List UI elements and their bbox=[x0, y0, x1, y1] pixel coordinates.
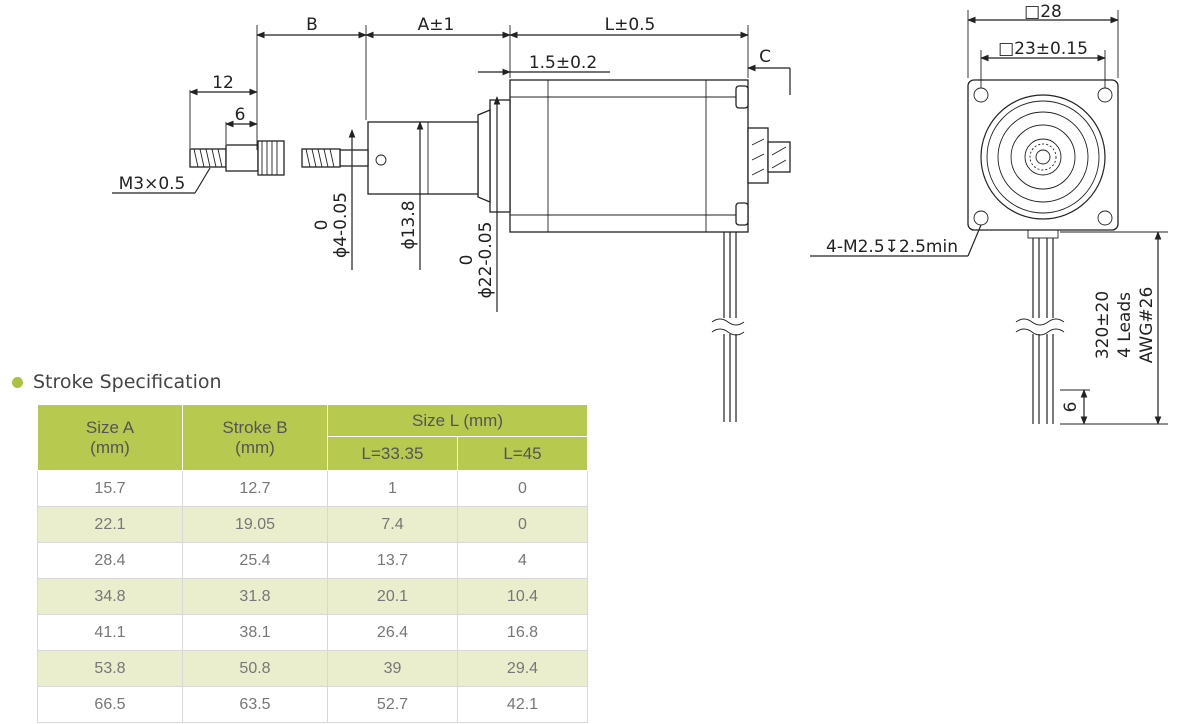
motor-face bbox=[967, 79, 1119, 231]
cell-l1: 13.7 bbox=[327, 542, 458, 579]
cell-l2: 29.4 bbox=[457, 650, 588, 687]
dim-nut-dia: ϕ13.8 bbox=[399, 200, 419, 249]
cell-l2: 42.1 bbox=[457, 686, 588, 723]
header-l2: L=45 bbox=[457, 436, 588, 471]
table-row: 15.7 12.7 1 0 bbox=[37, 470, 588, 507]
dim-lead-length: 320±20 bbox=[1093, 291, 1113, 359]
spec-heading-label: Stroke Specification bbox=[33, 371, 222, 393]
table-row: 53.8 50.8 39 29.4 bbox=[37, 650, 588, 687]
dim-shaft-tol: 0 bbox=[312, 220, 332, 231]
dim-c: C bbox=[759, 47, 771, 67]
cell-size-a: 53.8 bbox=[37, 650, 183, 687]
cell-size-a: 41.1 bbox=[37, 614, 183, 651]
dim-strip: 6 bbox=[1061, 402, 1081, 413]
table-row: 34.8 31.8 20.1 10.4 bbox=[37, 578, 588, 615]
dim-6: 6 bbox=[235, 105, 246, 125]
table-row: 28.4 25.4 13.7 4 bbox=[37, 542, 588, 579]
front-flange bbox=[489, 99, 511, 213]
cell-stroke-b: 50.8 bbox=[182, 650, 328, 687]
technical-drawing: B A±1 L±0.5 C 1.5±0.2 12 6 M3×0.5 0 ϕ4-0… bbox=[112, 2, 1168, 425]
dim-a: A±1 bbox=[418, 15, 455, 35]
stroke-spec-table: Size A(mm) Stroke B(mm) Size L (mm) L=33… bbox=[37, 404, 588, 723]
dim-boss-dia: ϕ22-0.05 bbox=[476, 222, 496, 299]
dim-sq28: □28 bbox=[1024, 2, 1062, 22]
cell-l2: 0 bbox=[457, 506, 588, 543]
cell-stroke-b: 31.8 bbox=[182, 578, 328, 615]
table-row: 41.1 38.1 26.4 16.8 bbox=[37, 614, 588, 651]
motor-body bbox=[509, 79, 749, 233]
dim-boss-tol: 0 bbox=[457, 255, 477, 266]
header-stroke-b: Stroke B(mm) bbox=[182, 404, 328, 471]
cell-l2: 4 bbox=[457, 542, 588, 579]
cell-size-a: 15.7 bbox=[37, 470, 183, 507]
cell-l1: 52.7 bbox=[327, 686, 458, 723]
cell-size-a: 28.4 bbox=[37, 542, 183, 579]
cell-stroke-b: 19.05 bbox=[182, 506, 328, 543]
bullet-icon bbox=[12, 376, 23, 388]
cell-l1: 7.4 bbox=[327, 506, 458, 543]
cell-stroke-b: 25.4 bbox=[182, 542, 328, 579]
cell-stroke-b: 63.5 bbox=[182, 686, 328, 723]
dim-12: 12 bbox=[212, 73, 234, 93]
dim-b: B bbox=[306, 15, 318, 35]
dim-l: L±0.5 bbox=[605, 15, 656, 35]
cell-stroke-b: 38.1 bbox=[182, 614, 328, 651]
cell-size-a: 34.8 bbox=[37, 578, 183, 615]
lead-wires-front bbox=[1015, 229, 1065, 424]
cell-size-a: 22.1 bbox=[37, 506, 183, 543]
cell-l2: 10.4 bbox=[457, 578, 588, 615]
header-size-l: Size L (mm) bbox=[327, 404, 588, 437]
cell-l1: 26.4 bbox=[327, 614, 458, 651]
threaded-shaft bbox=[301, 148, 341, 168]
header-l1: L=33.35 bbox=[327, 436, 458, 471]
cell-l1: 39 bbox=[327, 650, 458, 687]
cell-l2: 16.8 bbox=[457, 614, 588, 651]
cell-l2: 0 bbox=[457, 470, 588, 507]
cell-size-a: 66.5 bbox=[37, 686, 183, 723]
cell-stroke-b: 12.7 bbox=[182, 470, 328, 507]
cell-l1: 20.1 bbox=[327, 578, 458, 615]
front-view: □28 □23±0.15 4-M2.5↧2.5min 320±20 4 Lead… bbox=[810, 2, 1168, 425]
side-view: B A±1 L±0.5 C 1.5±0.2 12 6 M3×0.5 0 ϕ4-0… bbox=[112, 15, 791, 422]
dim-shaft-dia: ϕ4-0.05 bbox=[331, 192, 351, 258]
dim-thread: M3×0.5 bbox=[119, 174, 186, 194]
lead-wires-side bbox=[711, 232, 747, 422]
dim-holes: 4-M2.5↧2.5min bbox=[826, 237, 958, 257]
table-row: 66.5 63.5 52.7 42.1 bbox=[37, 686, 588, 723]
lead-nut bbox=[367, 121, 479, 195]
table-row: 22.1 19.05 7.4 0 bbox=[37, 506, 588, 543]
header-size-a: Size A(mm) bbox=[37, 404, 183, 471]
dim-leads: 4 Leads bbox=[1115, 292, 1135, 358]
cell-l1: 1 bbox=[327, 470, 458, 507]
dim-sq23: □23±0.15 bbox=[998, 39, 1088, 59]
spec-heading: Stroke Specification bbox=[12, 371, 222, 393]
dim-awg: AWG#26 bbox=[1137, 287, 1157, 364]
dim-flange: 1.5±0.2 bbox=[529, 53, 597, 73]
